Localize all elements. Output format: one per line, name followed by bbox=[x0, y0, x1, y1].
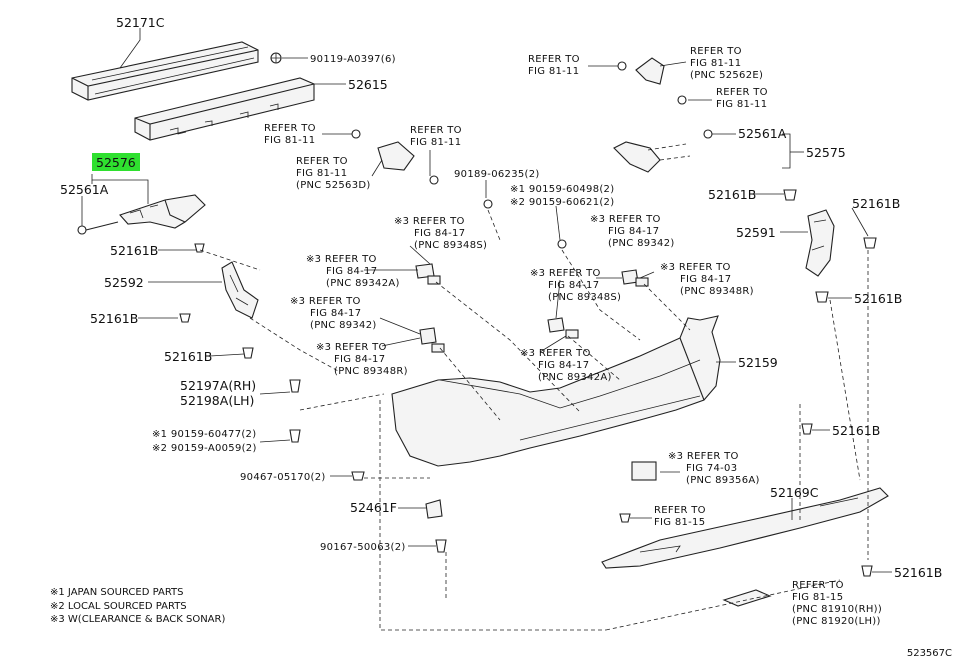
sonar-sensor-drawings bbox=[415, 199, 649, 353]
callout-90189-06235[interactable]: 90189-06235(2) bbox=[454, 169, 540, 180]
reference-r15[interactable]: ※3 REFER TO FIG 74-03 (PNC 89356A) bbox=[668, 451, 760, 486]
callout-52161B-left-2[interactable]: 52161B bbox=[90, 311, 138, 326]
callout-52561A-right[interactable]: 52561A bbox=[738, 126, 787, 141]
callout-90119-A0397[interactable]: 90119-A0397(6) bbox=[310, 54, 396, 65]
reference-r1[interactable]: REFER TO FIG 81-11 bbox=[528, 54, 583, 77]
callout-52575[interactable]: 52575 bbox=[806, 145, 846, 160]
callout-52161B-right-3[interactable]: 52161B bbox=[854, 291, 902, 306]
energy-absorber-drawing bbox=[134, 77, 315, 141]
reference-r7[interactable]: ※3 REFER TO FIG 84-17 (PNC 89348S) bbox=[394, 216, 487, 251]
right-side-bracket-drawing bbox=[619, 189, 877, 577]
bumper-cover-drawing bbox=[391, 315, 721, 467]
callout-52576[interactable]: 52576 bbox=[96, 155, 136, 170]
callout-52592[interactable]: 52592 bbox=[104, 275, 144, 290]
callout-52161B-right-2[interactable]: 52161B bbox=[852, 196, 900, 211]
reference-r8[interactable]: ※3 REFER TO FIG 84-17 (PNC 89342) bbox=[590, 214, 675, 249]
callout-52161B-left-3[interactable]: 52161B bbox=[164, 349, 212, 364]
diagram-id: 523567C bbox=[906, 648, 952, 659]
callout-52615[interactable]: 52615 bbox=[348, 77, 388, 92]
callout-52197A[interactable]: 52197A(RH) bbox=[180, 378, 256, 393]
callout-90159-60477[interactable]: ※1 90159-60477(2) bbox=[152, 429, 256, 440]
leader-lines bbox=[81, 28, 892, 573]
callout-52159[interactable]: 52159 bbox=[738, 355, 778, 370]
callout-52161B-right-4[interactable]: 52161B bbox=[832, 423, 880, 438]
left-retainer-bracket-drawing bbox=[77, 194, 206, 235]
right-retainer-drawing bbox=[613, 129, 713, 173]
center-retainer-drawing bbox=[351, 129, 439, 185]
callout-90159-60621[interactable]: ※2 90159-60621(2) bbox=[510, 197, 614, 208]
callout-90159-A0059[interactable]: ※2 90159-A0059(2) bbox=[152, 443, 257, 454]
callout-90159-60498[interactable]: ※1 90159-60498(2) bbox=[510, 184, 614, 195]
reference-r9[interactable]: ※3 REFER TO FIG 84-17 (PNC 89342A) bbox=[306, 254, 400, 289]
callout-52461F[interactable]: 52461F bbox=[350, 500, 397, 515]
reference-r13[interactable]: ※3 REFER TO FIG 84-17 (PNC 89342A) bbox=[520, 348, 612, 383]
callout-52169C[interactable]: 52169C bbox=[770, 485, 819, 500]
left-clips-drawing bbox=[179, 243, 447, 553]
callout-90167-50063[interactable]: 90167-50063(2) bbox=[320, 542, 406, 553]
reference-r6[interactable]: REFER TO FIG 81-11 (PNC 52563D) bbox=[296, 156, 371, 191]
lower-spoiler-drawing bbox=[601, 461, 889, 607]
bolt-90119-drawing bbox=[270, 52, 282, 64]
reference-r11[interactable]: ※3 REFER TO FIG 84-17 (PNC 89348R) bbox=[660, 262, 754, 297]
footnote-japan-sourced: ※1 JAPAN SOURCED PARTS bbox=[50, 587, 184, 598]
callout-52161B-left-1[interactable]: 52161B bbox=[110, 243, 158, 258]
reference-r14[interactable]: ※3 REFER TO FIG 84-17 (PNC 89348R) bbox=[316, 342, 408, 377]
left-side-bracket-drawing bbox=[221, 261, 259, 319]
reference-r3[interactable]: REFER TO FIG 81-11 bbox=[716, 87, 771, 110]
callout-52161B-right-1[interactable]: 52161B bbox=[708, 187, 756, 202]
assembly-dash-lines bbox=[199, 209, 869, 631]
callout-52161B-right-5[interactable]: 52161B bbox=[894, 565, 942, 580]
reference-r2[interactable]: REFER TO FIG 81-11 (PNC 52562E) bbox=[690, 46, 763, 81]
callout-52561A-left[interactable]: 52561A bbox=[60, 182, 109, 197]
callout-52171C[interactable]: 52171C bbox=[116, 15, 165, 30]
reference-r5[interactable]: REFER TO FIG 81-11 bbox=[410, 125, 465, 148]
callout-52198A[interactable]: 52198A(LH) bbox=[180, 393, 254, 408]
footnotes: ※1 JAPAN SOURCED PARTS ※2 LOCAL SOURCED … bbox=[50, 586, 225, 627]
callout-52591[interactable]: 52591 bbox=[736, 225, 776, 240]
highlight-52576 bbox=[92, 153, 140, 171]
callout-labels: 52171C 90119-A0397(6) 52615 52576 52561A… bbox=[60, 15, 942, 580]
reference-r17[interactable]: REFER TO FIG 81-15 (PNC 81910(RH)) (PNC … bbox=[792, 580, 886, 627]
reference-r16[interactable]: REFER TO FIG 81-15 bbox=[654, 505, 709, 528]
reinforcement-beam-drawing bbox=[71, 41, 259, 101]
callout-90467-05170[interactable]: 90467-05170(2) bbox=[240, 472, 326, 483]
reference-r4[interactable]: REFER TO FIG 81-11 bbox=[264, 123, 319, 146]
reference-r10[interactable]: ※3 REFER TO FIG 84-17 (PNC 89348S) bbox=[530, 268, 621, 303]
footnote-local-sourced: ※2 LOCAL SOURCED PARTS bbox=[50, 600, 187, 612]
reference-labels: REFER TO FIG 81-11 REFER TO FIG 81-11 (P… bbox=[264, 46, 886, 627]
footnote-clearance-sonar: ※3 W(CLEARANCE & BACK SONAR) bbox=[50, 614, 226, 625]
reference-r12[interactable]: ※3 REFER TO FIG 84-17 (PNC 89342) bbox=[290, 296, 377, 331]
upper-right-bracket-drawing bbox=[617, 57, 687, 105]
